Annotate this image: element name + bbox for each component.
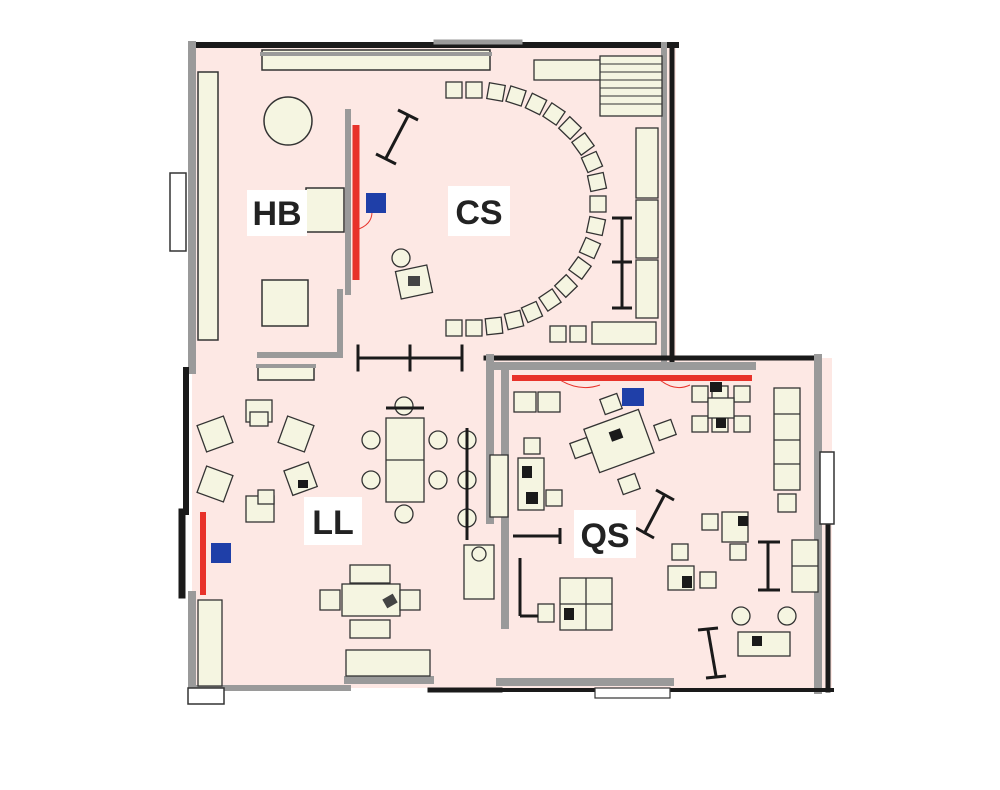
red-accent-walls (200, 125, 752, 595)
blue-markers (211, 193, 644, 563)
qs-posts (513, 488, 780, 680)
hb-desk (305, 187, 345, 233)
hb-round-table (263, 96, 313, 146)
cs-furniture (391, 55, 663, 345)
cs-bench-right-2 (635, 199, 659, 259)
cs-stairs (599, 55, 663, 117)
cs-seat-arc (445, 81, 608, 337)
ll-furniture (196, 396, 509, 687)
marker-ll (211, 543, 231, 563)
label-ll: LL (312, 504, 354, 542)
cs-posts (375, 108, 632, 310)
cs-bench-top (533, 59, 603, 81)
qs-furniture (513, 385, 819, 657)
cs-bench-right-3 (635, 259, 659, 319)
ll-posts (382, 406, 469, 609)
label-qs: QS (580, 517, 629, 555)
hb-table (261, 279, 309, 327)
label-hb: HB (252, 195, 301, 233)
hb-bench-left (197, 71, 219, 341)
marker-cs (366, 193, 386, 213)
hb-furniture (197, 71, 345, 341)
marker-qs (622, 388, 644, 406)
room-labels: HB CS LL QS (247, 186, 636, 558)
cs-bench-bottom (591, 321, 657, 345)
label-cs: CS (455, 194, 502, 232)
cs-bench-right-1 (635, 127, 659, 199)
qs-details (298, 382, 762, 646)
